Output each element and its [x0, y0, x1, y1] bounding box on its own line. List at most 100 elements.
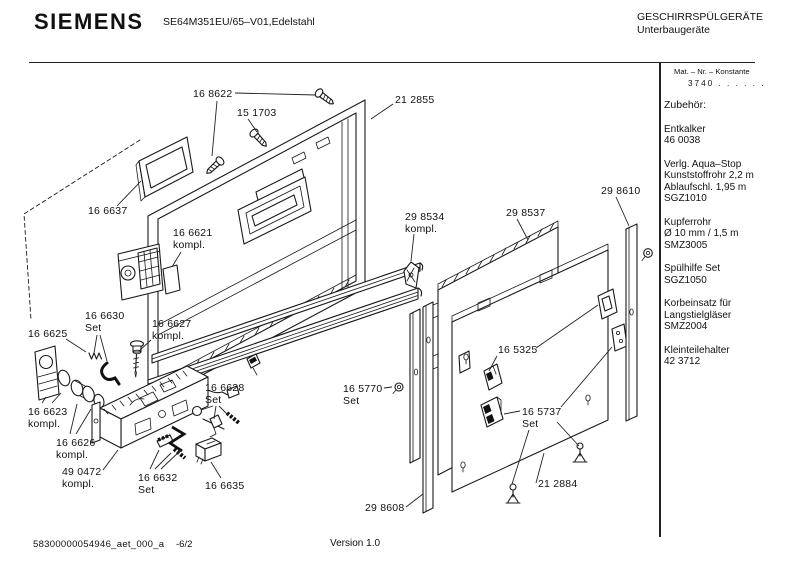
outer-door-panel: [147, 99, 366, 405]
part-label: 15 1703: [237, 107, 276, 119]
leader-line: [41, 396, 47, 404]
leader-line: [69, 403, 78, 435]
leader-line: [213, 405, 217, 420]
screw-icon: [206, 156, 225, 174]
leader-line: [99, 334, 108, 362]
header-divider: [29, 62, 755, 63]
sidebar-divider: [659, 63, 661, 537]
pump-seal-parts: [34, 340, 145, 409]
leader-line: [93, 334, 98, 354]
leader-line: [556, 421, 580, 447]
part-label: 21 2855: [395, 94, 434, 106]
leader-line: [218, 405, 229, 416]
leader-line: [503, 410, 521, 415]
screw-icon: [249, 128, 267, 147]
leader-line: [149, 449, 160, 470]
door-handle-recess: [237, 168, 312, 245]
leader-line: [51, 392, 62, 404]
leader-line: [211, 100, 218, 157]
leader-line: [234, 92, 317, 96]
door-trim-strips: [147, 262, 424, 392]
leader-line: [615, 196, 630, 227]
leader-line: [511, 429, 530, 485]
leader-line: [560, 346, 613, 408]
leader-line: [535, 304, 599, 349]
leader-line: [116, 180, 142, 207]
leader-line: [370, 103, 394, 120]
keyhole-slots: [460, 353, 591, 473]
screw-icon: [314, 88, 334, 105]
side-bracket: [597, 288, 618, 320]
mat-nr-label: Mat. – Nr. – Konstante: [674, 67, 750, 76]
control-box: [91, 365, 240, 449]
leader-line: [160, 448, 183, 470]
hinge-clip: [403, 261, 420, 289]
bolt-part: [129, 340, 145, 378]
part-label: 16 6625: [28, 328, 67, 340]
leader-line: [154, 452, 172, 470]
inner-door-panel: [451, 243, 628, 493]
leader-line: [102, 449, 119, 471]
side-bracket: [611, 323, 628, 352]
version-label: Version 1.0: [330, 538, 381, 549]
leader-line: [405, 493, 424, 508]
model-number: SE64M351EU/65–V01,Edelstahl: [163, 16, 315, 28]
accessories-title: Zubehör:: [664, 99, 707, 111]
part-label: 16 5325: [498, 344, 537, 356]
accessories-sidebar: Mat. – Nr. – Konstante 3740 . . . . . . …: [664, 66, 796, 368]
leader-line: [75, 408, 92, 435]
part-label: 16 8622: [193, 88, 232, 100]
leader-line: [383, 386, 393, 389]
part-label: 29 8610: [601, 185, 640, 197]
latch-set: [191, 405, 241, 438]
display-frame: [135, 136, 194, 202]
leader-line: [535, 452, 545, 484]
relay-box: [195, 437, 222, 465]
leader-line: [410, 233, 415, 262]
part-label: 21 2884: [538, 478, 577, 490]
fastener-clip: [505, 483, 521, 504]
leader-line: [65, 338, 87, 353]
leader-line: [516, 218, 529, 241]
wiring-set: [156, 425, 187, 460]
siemens-logo: SIEMENS: [34, 9, 144, 34]
leader-line: [200, 405, 214, 411]
mat-nr-value: 3740 . . . . . .: [688, 78, 766, 88]
fastener-clip: [572, 442, 588, 463]
leader-line: [171, 251, 182, 268]
leader-line: [210, 461, 222, 479]
part-label: 29 8608: [365, 502, 404, 514]
part-label: 16 6635: [205, 480, 244, 492]
document-id: 58300000054946_aet_000_a: [33, 539, 165, 550]
leader-line: [488, 355, 498, 372]
grommet-clip: [392, 382, 404, 394]
part-label: 16 6637: [88, 205, 127, 217]
side-strips: [409, 301, 434, 514]
control-module: [117, 243, 181, 301]
dashed-reference-line: [23, 139, 141, 321]
sheet-number: -6/2: [176, 539, 193, 550]
hinge-bracket: [483, 363, 503, 391]
hinge-bracket: [480, 396, 504, 428]
leader-line: [247, 118, 258, 133]
right-strip: [625, 223, 653, 422]
leader-line: [138, 339, 152, 352]
